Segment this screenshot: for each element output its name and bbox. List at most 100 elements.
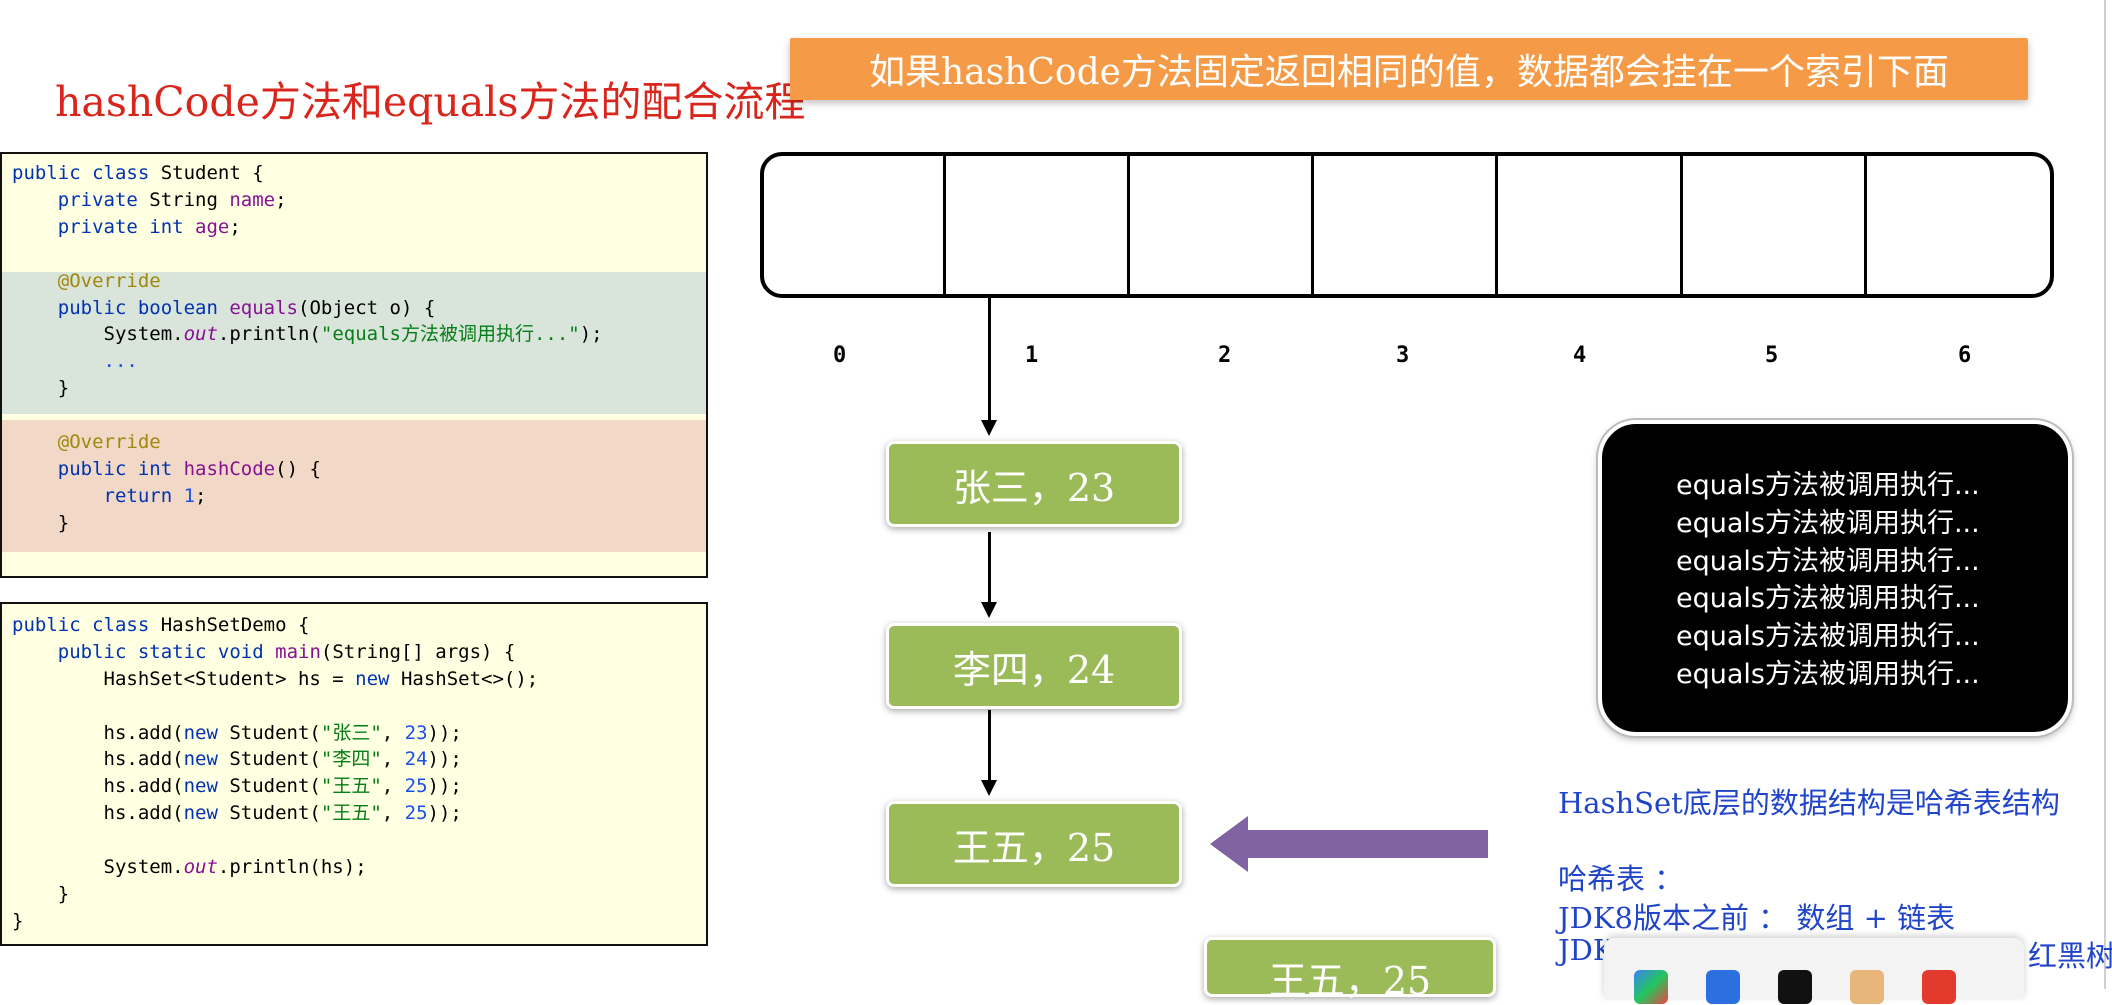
code-line — [2, 827, 706, 854]
code-token — [12, 270, 58, 292]
code-line: @Override — [2, 268, 706, 295]
equals-highlight — [2, 272, 706, 414]
note-before-jdk8: JDK8版本之前 ： 数组 + 链表 — [1558, 901, 1956, 935]
code-line: } — [2, 510, 706, 537]
code-token: HashSet<>(); — [400, 667, 539, 690]
code-token: Student( — [229, 748, 321, 771]
code-token: private — [57, 188, 150, 211]
code-token: boolean — [137, 296, 230, 319]
code-token: 1 — [183, 484, 196, 507]
code-line: private int age; — [2, 214, 706, 241]
cell-divider — [1495, 156, 1498, 294]
app-icon[interactable] — [1922, 970, 1956, 1004]
taskbar — [1604, 938, 2024, 1004]
code-line: return 1; — [2, 483, 706, 510]
code-line: private String name; — [2, 187, 706, 214]
code-token: public — [57, 458, 138, 481]
code-line: public class Student { — [2, 160, 706, 187]
code-token: name — [229, 188, 276, 211]
app-icon[interactable] — [1706, 970, 1740, 1004]
node-wangwu-duplicate: 王五，25 — [1204, 937, 1496, 1003]
code-line: } — [2, 908, 706, 935]
code-line: hs.add(new Student("王五", 25)); — [2, 800, 706, 827]
code-token: HashSet<Student> hs = — [12, 667, 356, 690]
code-token: public — [57, 296, 138, 319]
console-line: equals方法被调用执行... — [1676, 658, 1980, 690]
code-token: int — [137, 458, 184, 481]
code-token: Student( — [229, 775, 321, 798]
code-line: public static void main(String[] args) { — [2, 639, 706, 666]
code-token: 25 — [404, 802, 428, 825]
cell-divider — [1680, 156, 1683, 294]
code-token: public — [12, 162, 93, 184]
link-line — [988, 532, 991, 604]
hash-array — [760, 152, 2054, 298]
node-zhangsan: 张三，23 — [886, 441, 1182, 527]
code-line: @Override — [2, 429, 706, 456]
array-index-4: 4 — [1573, 343, 1587, 368]
code-token: } — [12, 882, 70, 905]
code-token: hs.add( — [12, 748, 184, 771]
console-line: equals方法被调用执行... — [1676, 583, 1980, 615]
code-token: public — [57, 640, 138, 663]
code-line: } — [2, 375, 706, 402]
code-token: hs.add( — [12, 775, 184, 798]
code-token: class — [92, 614, 161, 636]
code-token: , — [381, 802, 405, 825]
array-index-1: 1 — [1025, 343, 1039, 368]
cat-icon[interactable] — [1850, 970, 1884, 1004]
code-token: new — [183, 748, 230, 771]
code-token: (String[] args) { — [320, 640, 516, 663]
code-token: hs.add( — [12, 802, 184, 825]
code-token: 23 — [404, 721, 428, 744]
code-token: hs.add( — [12, 721, 184, 744]
code-token — [12, 297, 58, 319]
code-token: )); — [427, 802, 462, 825]
code-line: hs.add(new Student("王五", 25)); — [2, 773, 706, 800]
code-token: Student { — [160, 162, 264, 184]
left-arrow-icon — [1210, 816, 1488, 872]
code-token: "王五" — [320, 802, 382, 825]
code-token: 24 — [404, 748, 428, 771]
code-token — [12, 431, 58, 453]
code-token: )); — [427, 775, 462, 798]
code-token — [12, 350, 104, 372]
code-token: new — [355, 667, 401, 690]
code-token: , — [381, 748, 405, 771]
code-token: age — [195, 215, 230, 238]
code-token — [12, 216, 58, 238]
code-token: ; — [275, 188, 287, 211]
code-token: equals — [229, 296, 298, 319]
code-token: class — [92, 162, 161, 184]
console-line: equals方法被调用执行... — [1676, 470, 1980, 501]
code-token: } — [12, 511, 70, 534]
tiktok-icon[interactable] — [1778, 970, 1812, 1004]
code-line — [2, 693, 706, 720]
code-token: )); — [427, 721, 462, 744]
code-line: HashSet<Student> hs = new HashSet<>(); — [2, 666, 706, 693]
vertical-scrollbar[interactable] — [2104, 0, 2106, 989]
code-line: System.out.println("equals方法被调用执行..."); — [2, 321, 706, 348]
code-token — [12, 189, 58, 211]
code-token: "equals方法被调用执行..." — [320, 323, 580, 346]
code-line: public boolean equals(Object o) { — [2, 295, 706, 322]
code-token: "张三" — [320, 721, 382, 744]
node-lisi: 李四，24 — [886, 623, 1182, 709]
code-token: @Override — [57, 431, 161, 454]
code-token: out — [183, 856, 218, 879]
arrowhead-icon — [981, 780, 997, 796]
code-token: )); — [427, 748, 462, 771]
hashcode-highlight — [2, 420, 706, 552]
code-line: hs.add(new Student("张三", 23)); — [2, 720, 706, 747]
app-icon[interactable] — [1634, 970, 1668, 1004]
code-line: public class HashSetDemo { — [2, 612, 706, 639]
array-index-2: 2 — [1218, 343, 1232, 368]
code-token: System. — [12, 323, 184, 346]
code-token: @Override — [57, 269, 161, 292]
code-token: int — [149, 215, 196, 238]
arrowhead-icon — [981, 420, 997, 436]
hashcode-method-code: @Override public int hashCode() { return… — [2, 429, 706, 537]
code-token: new — [183, 721, 230, 744]
code-token: "王五" — [320, 775, 382, 798]
cell-divider — [943, 156, 946, 294]
